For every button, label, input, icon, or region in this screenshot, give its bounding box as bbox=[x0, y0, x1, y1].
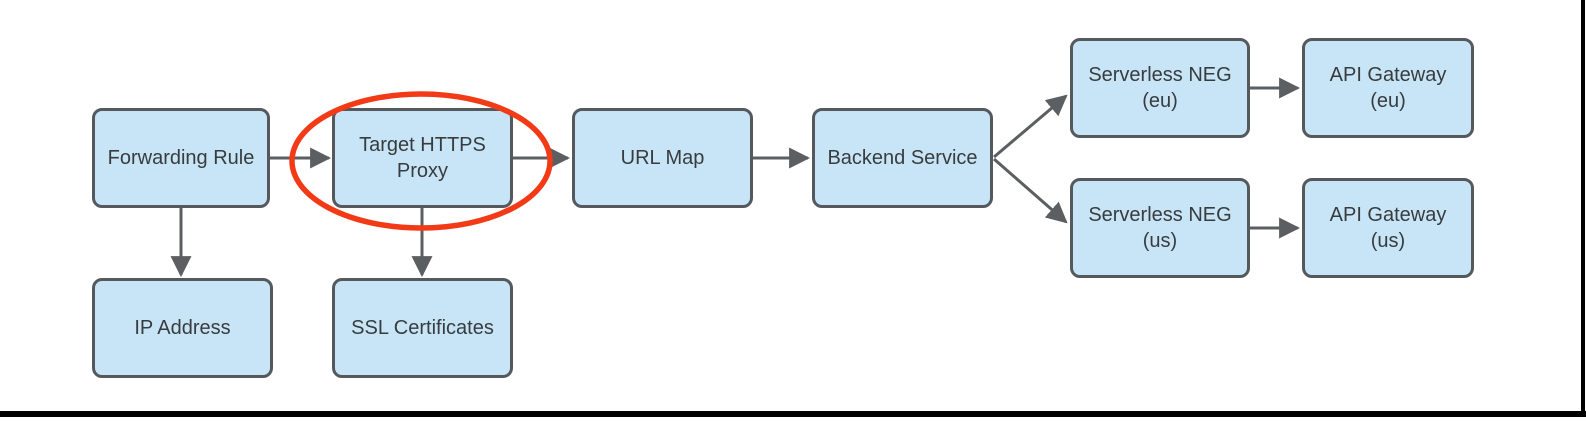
node-ssl-certificates: SSL Certificates bbox=[332, 278, 513, 378]
node-label: Serverless NEG (us) bbox=[1088, 204, 1232, 252]
edge-backend-service-to-serverless-neg-eu bbox=[993, 94, 1068, 159]
edge-backend-service-to-serverless-neg-us bbox=[993, 157, 1068, 224]
node-label: API Gateway (us) bbox=[1329, 204, 1447, 252]
node-backend-service: Backend Service bbox=[812, 108, 993, 208]
node-url-map: URL Map bbox=[572, 108, 753, 208]
frame-bottom-line bbox=[0, 411, 1586, 417]
node-label: Backend Service bbox=[827, 147, 978, 169]
node-label: API Gateway (eu) bbox=[1329, 64, 1447, 112]
node-serverless-neg-us: Serverless NEG (us) bbox=[1070, 178, 1250, 278]
node-label: Target HTTPS Proxy bbox=[359, 134, 486, 182]
node-api-gateway-us: API Gateway (us) bbox=[1302, 178, 1474, 278]
node-target-https-proxy: Target HTTPS Proxy bbox=[332, 108, 513, 208]
node-label: Forwarding Rule bbox=[107, 147, 255, 169]
node-label: SSL Certificates bbox=[351, 317, 494, 339]
node-label: Serverless NEG (eu) bbox=[1088, 64, 1232, 112]
node-api-gateway-eu: API Gateway (eu) bbox=[1302, 38, 1474, 138]
node-forwarding-rule: Forwarding Rule bbox=[92, 108, 270, 208]
node-serverless-neg-eu: Serverless NEG (eu) bbox=[1070, 38, 1250, 138]
frame-right-line bbox=[1581, 0, 1585, 417]
node-ip-address: IP Address bbox=[92, 278, 273, 378]
node-label: IP Address bbox=[134, 317, 231, 339]
node-label: URL Map bbox=[620, 147, 705, 169]
